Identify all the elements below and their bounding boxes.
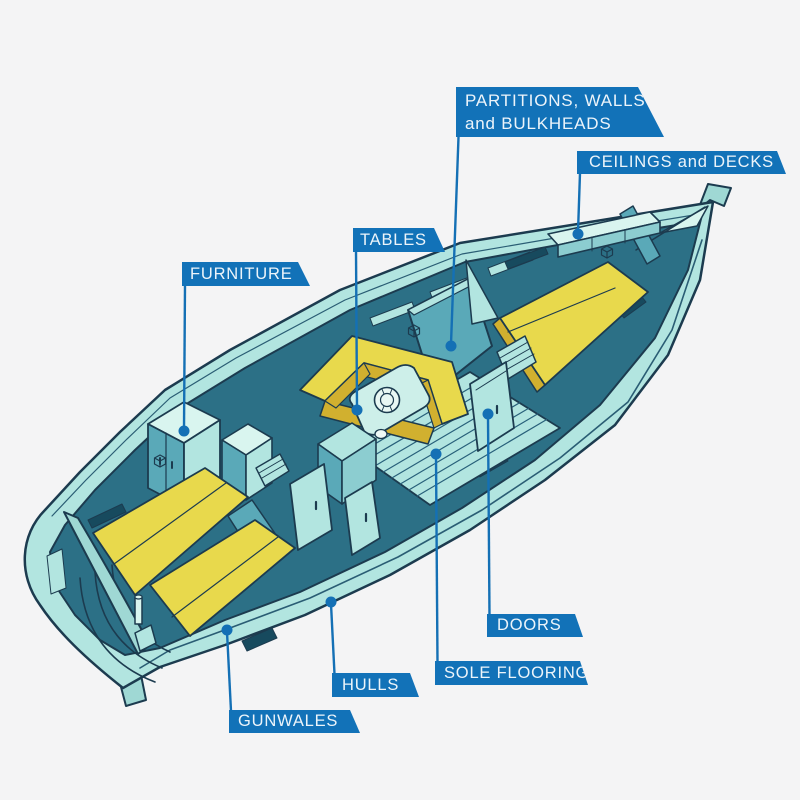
label-furniture: FURNITURE (182, 262, 310, 286)
label-furniture-text: FURNITURE (190, 264, 293, 283)
label-sole-flooring-text: SOLE FLOORING (444, 663, 590, 682)
dot-tables (351, 404, 363, 416)
label-doors-text: DOORS (497, 616, 562, 634)
doors (289, 361, 515, 556)
dot-ceilings (572, 228, 584, 240)
leader-lines (182, 136, 582, 712)
label-sole-flooring: SOLE FLOORING (435, 661, 588, 685)
aft-steps (255, 453, 290, 487)
label-doors: DOORS (487, 614, 583, 637)
leader-sole-flooring (434, 455, 439, 664)
label-partitions-walls-bulkheads: PARTITIONS, WALLS and BULKHEADS (456, 87, 664, 137)
label-gunwales: GUNWALES (229, 710, 360, 733)
leader-tables (354, 250, 359, 409)
label-tables: TABLES (353, 228, 445, 252)
leader-doors (486, 415, 491, 617)
life-ring-icon (373, 386, 401, 414)
cube-icon (153, 245, 614, 468)
dot-furniture (178, 425, 190, 437)
leader-hulls (329, 603, 336, 675)
leader-furniture (182, 284, 187, 430)
label-hulls-text: HULLS (342, 675, 400, 694)
aft-berth-cushions (92, 467, 296, 637)
dot-partitions (445, 340, 457, 352)
leader-gunwales (225, 631, 233, 712)
label-ceilings-decks: CEILINGS and DECKS (577, 151, 786, 174)
stern-details (63, 511, 171, 683)
leader-ceilings (576, 172, 582, 233)
saloon-table (348, 364, 431, 440)
leader-dots (178, 228, 584, 636)
dot-doors (482, 408, 494, 420)
dot-gunwales (221, 624, 233, 636)
leader-partitions (449, 136, 460, 345)
label-partitions-line1: PARTITIONS, WALLS (465, 91, 646, 110)
label-partitions-line2: and BULKHEADS (465, 114, 612, 133)
label-tables-text: TABLES (360, 230, 427, 249)
dot-sole-flooring (430, 448, 442, 460)
label-gunwales-text: GUNWALES (238, 712, 339, 730)
label-hulls: HULLS (332, 673, 419, 697)
dot-hulls (325, 596, 337, 608)
label-ceilings-text: CEILINGS and DECKS (589, 153, 774, 171)
